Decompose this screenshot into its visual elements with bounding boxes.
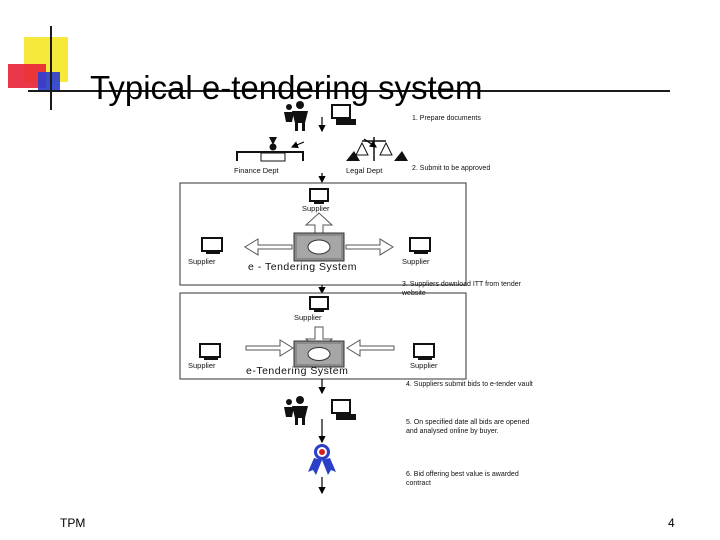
- supplier-label: Supplier: [294, 313, 322, 322]
- legal-dept-icon: [346, 137, 408, 161]
- footer-label: TPM: [60, 516, 86, 530]
- buyer-computer-icon: [331, 104, 356, 125]
- tendering-diagram: Finance Dept Legal Dept Supplier Supplie…: [176, 97, 542, 497]
- step-3-text: 3. Suppliers download ITT from tender we…: [402, 281, 521, 297]
- arrow-left-outline: [244, 238, 293, 256]
- diagram-graphics: [179, 101, 467, 495]
- step-5-text: 5. On specified date all bids are opened…: [406, 419, 530, 435]
- legal-dept-label: Legal Dept: [346, 166, 383, 175]
- finance-dept-label: Finance Dept: [234, 166, 279, 175]
- slide-title: Typical e-tendering system: [90, 69, 483, 107]
- system-label: e-Tendering System: [246, 365, 349, 377]
- finance-dept-icon: [236, 137, 304, 162]
- decor-horizontal-line: [28, 90, 670, 92]
- decor-blue-square: [38, 72, 60, 92]
- page-number: 4: [668, 516, 675, 530]
- arrow-right-outline: [245, 339, 294, 357]
- award-ribbon-icon: [308, 444, 336, 475]
- supplier-label: Supplier: [410, 361, 438, 370]
- supplier-label: Supplier: [188, 361, 216, 370]
- arrow-left-outline: [346, 339, 395, 357]
- supplier-label: Supplier: [188, 257, 216, 266]
- supplier-computer-icon: [309, 188, 329, 204]
- supplier-computer-icon: [199, 343, 221, 360]
- step-2-text: 2. Submit to be approved: [412, 165, 491, 172]
- step-6-text: 6. Bid offering best value is awarded co…: [406, 471, 519, 487]
- arrow-right-outline: [345, 238, 394, 256]
- decor-vertical-line: [50, 26, 52, 110]
- buyer-person-icon: [284, 101, 308, 131]
- buyer-computer-icon: [331, 399, 356, 420]
- supplier-computer-icon: [413, 343, 435, 360]
- step-4-text: 4. Suppliers submit bids to e-tender vau…: [406, 381, 533, 388]
- system-icon: [293, 232, 345, 262]
- supplier-label: Supplier: [302, 204, 330, 213]
- supplier-computer-icon: [409, 237, 431, 254]
- step-1-text: 1. Prepare documents: [412, 115, 481, 122]
- supplier-computer-icon: [201, 237, 223, 254]
- system-label: e - Tendering System: [248, 261, 358, 273]
- supplier-computer-icon: [309, 296, 329, 312]
- buyer-person-icon: [284, 396, 308, 425]
- system-icon: [293, 340, 345, 368]
- supplier-label: Supplier: [402, 257, 430, 266]
